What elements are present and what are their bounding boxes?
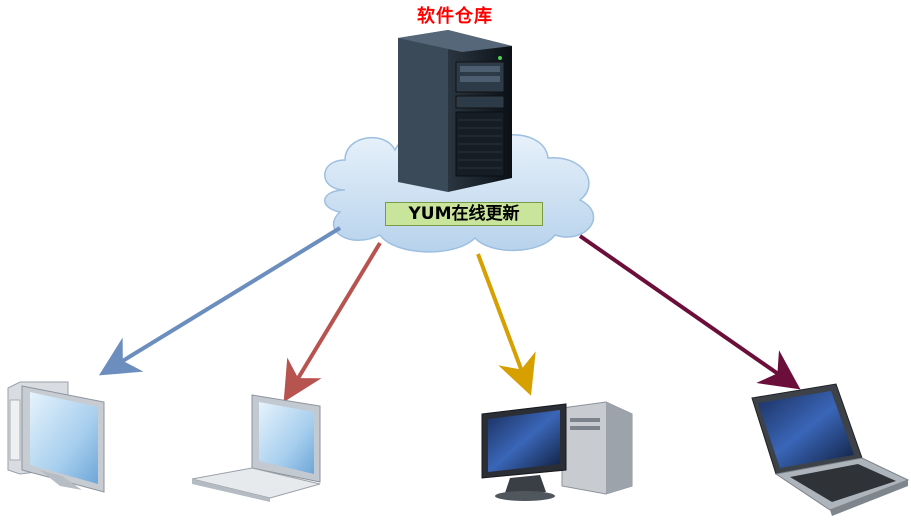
cloud-label: YUM在线更新 (385, 202, 543, 226)
arrow-to-client4 (578, 234, 801, 390)
server-tower-icon (398, 30, 512, 192)
laptop-icon (191, 394, 321, 502)
notebook-icon (751, 383, 910, 516)
desktop-pc-icon (481, 401, 633, 501)
repository-title: 软件仓库 (417, 6, 493, 27)
arrow-to-client2 (283, 241, 382, 403)
all-in-one-pc-icon (7, 381, 105, 493)
arrow-to-client3 (476, 253, 536, 396)
arrow-to-client1 (98, 226, 342, 376)
